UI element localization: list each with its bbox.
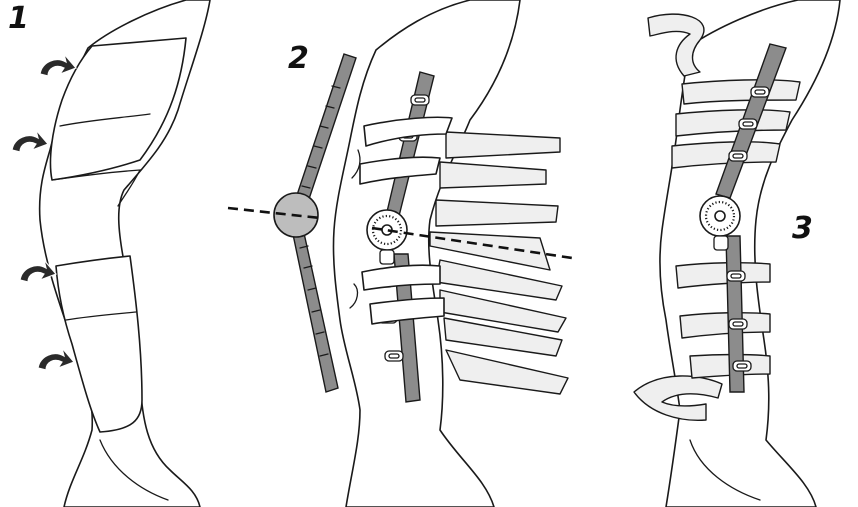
rotate-arrow-icon [12,130,48,152]
step-number-3: 3 [792,211,813,246]
rotate-arrow-icon [38,348,74,370]
thigh-cuff-1 [50,38,186,180]
strap-loose-top [648,14,704,76]
straps-open [430,132,568,394]
rotate-arrow-icon [40,54,76,76]
step-number-2: 2 [288,41,309,76]
step-number-1: 1 [8,1,29,36]
leg-outline-3 [660,0,840,507]
panel-step-1: 1 [8,0,210,507]
panel-step-2: 2 [228,0,572,507]
shin-cuff-1 [56,256,142,432]
panel-step-3: 3 [634,0,840,507]
